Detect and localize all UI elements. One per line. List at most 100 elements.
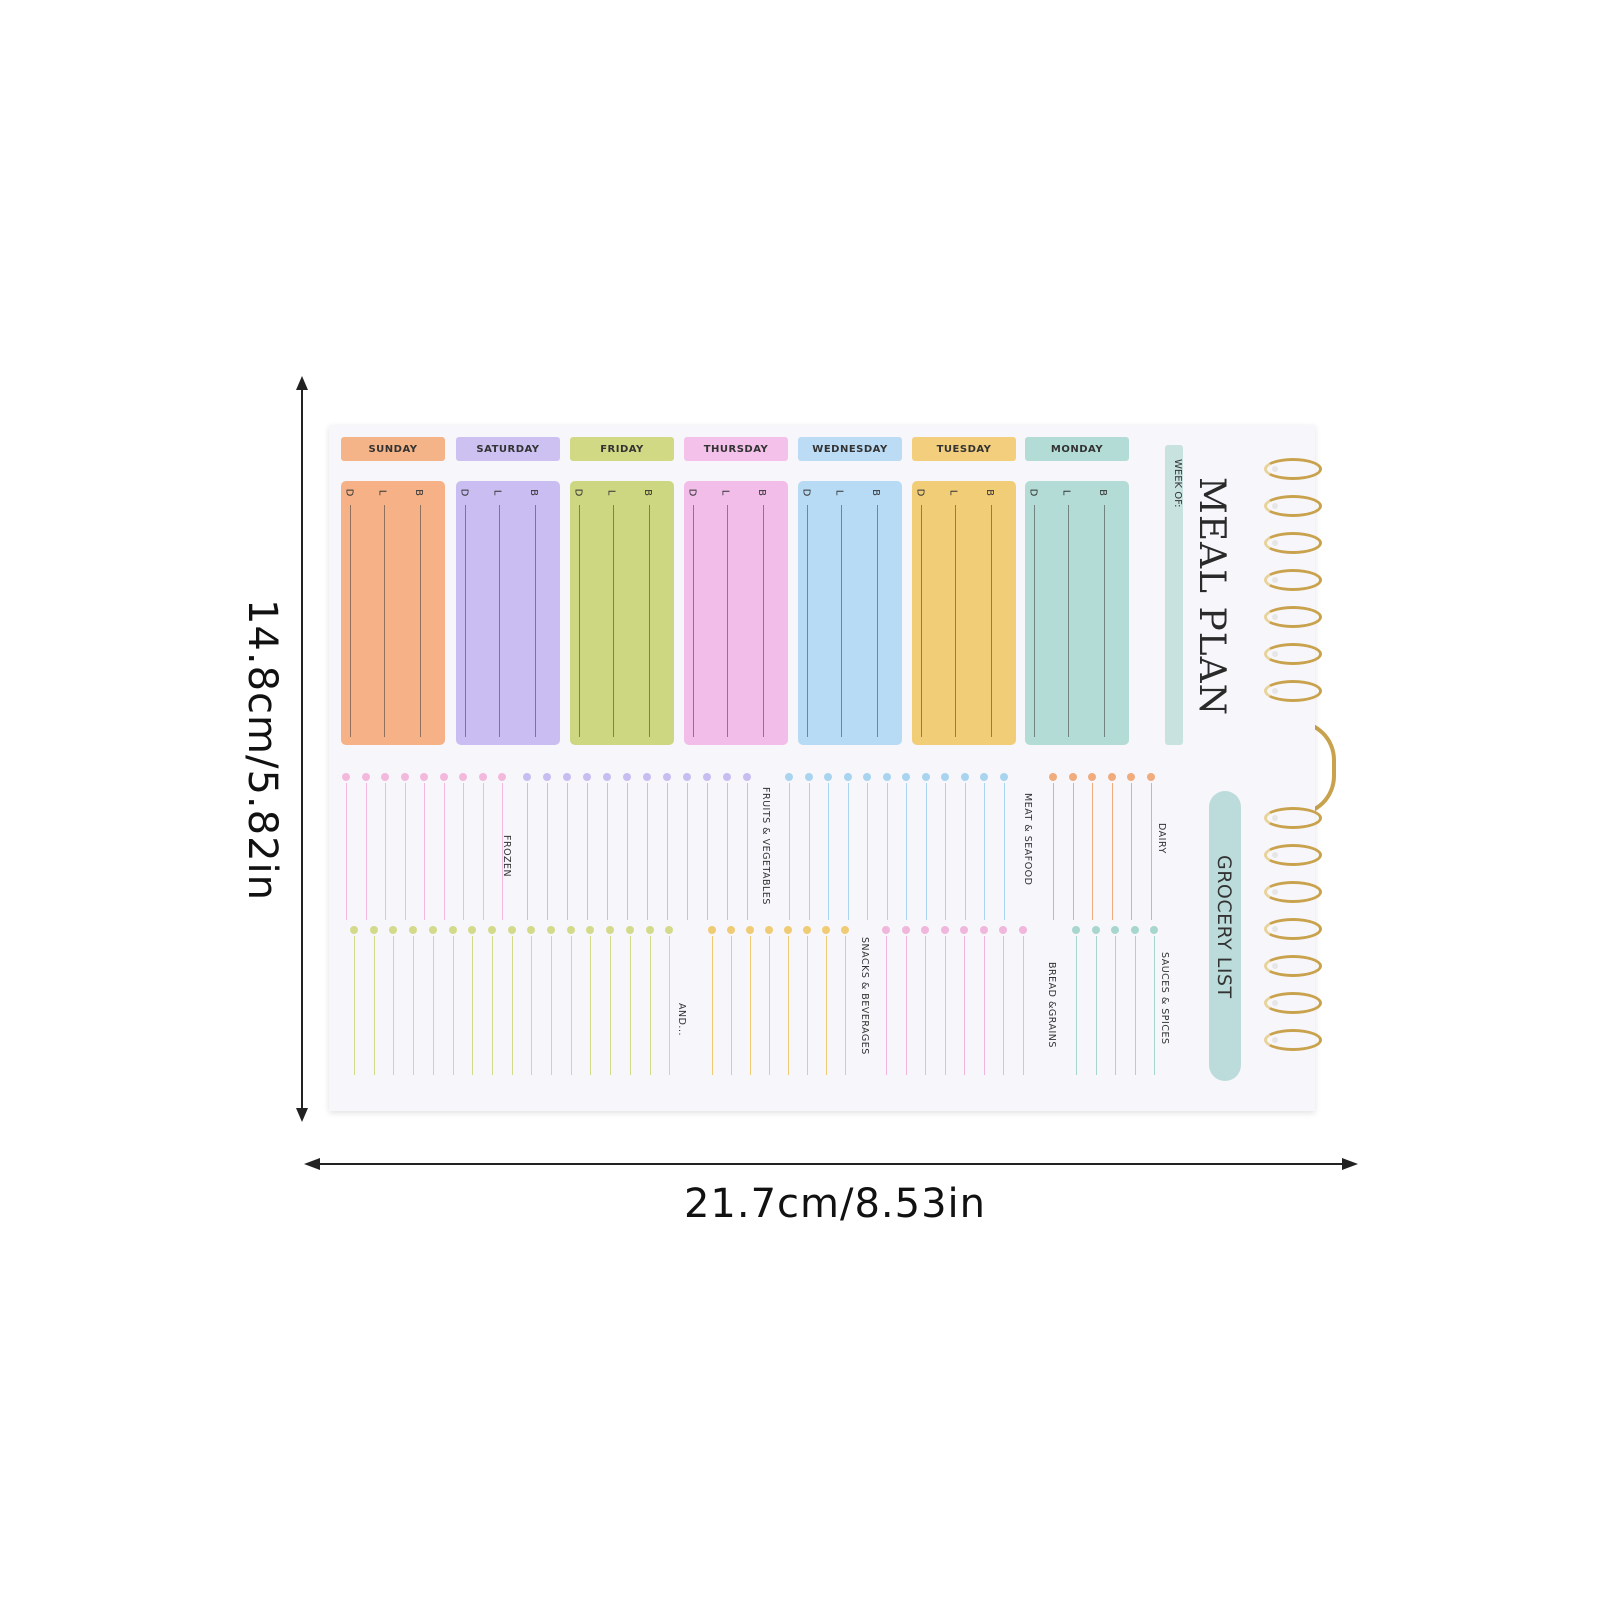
- writing-line-and[interactable]: [570, 936, 572, 1075]
- checkbox-dot-dairy[interactable]: [1088, 773, 1096, 781]
- checkbox-dot-snacks-beverages[interactable]: [822, 926, 830, 934]
- writing-line-fruits-vegetables[interactable]: [727, 783, 728, 920]
- writing-line-meat-seafood[interactable]: [828, 783, 829, 920]
- checkbox-dot-and[interactable]: [586, 926, 595, 934]
- writing-line-and[interactable]: [590, 936, 592, 1075]
- writing-line-and[interactable]: [432, 936, 434, 1075]
- checkbox-dot-and[interactable]: [606, 926, 615, 934]
- writing-line-fruits-vegetables[interactable]: [567, 783, 568, 920]
- checkbox-dot-bread-grains[interactable]: [940, 926, 949, 934]
- checkbox-dot-and[interactable]: [566, 926, 575, 934]
- checkbox-dot-bread-grains[interactable]: [1018, 926, 1027, 934]
- checkbox-dot-and[interactable]: [527, 926, 536, 934]
- checkbox-dot-meat-seafood[interactable]: [941, 773, 949, 781]
- checkbox-dot-snacks-beverages[interactable]: [803, 926, 811, 934]
- checkbox-dot-bread-grains[interactable]: [979, 926, 988, 934]
- writing-line-frozen[interactable]: [443, 783, 445, 920]
- checkbox-dot-fruits-vegetables[interactable]: [723, 773, 731, 781]
- writing-line-frozen[interactable]: [482, 783, 484, 920]
- writing-line-snacks-beverages[interactable]: [769, 936, 770, 1075]
- checkbox-dot-dairy[interactable]: [1049, 773, 1057, 781]
- checkbox-dot-fruits-vegetables[interactable]: [683, 773, 691, 781]
- checkbox-dot-and[interactable]: [645, 926, 654, 934]
- checkbox-dot-and[interactable]: [547, 926, 555, 934]
- writing-line-bread-grains[interactable]: [905, 936, 907, 1075]
- writing-line-and[interactable]: [649, 936, 651, 1075]
- writing-line-and[interactable]: [413, 936, 415, 1075]
- checkbox-dot-and[interactable]: [448, 926, 457, 934]
- checkbox-dot-meat-seafood[interactable]: [843, 773, 852, 781]
- checkbox-dot-and[interactable]: [487, 926, 496, 934]
- checkbox-dot-and[interactable]: [625, 926, 634, 934]
- writing-line-fruits-vegetables[interactable]: [607, 783, 608, 920]
- writing-line-fruits-vegetables[interactable]: [647, 783, 648, 920]
- checkbox-dot-frozen[interactable]: [498, 773, 506, 781]
- checkbox-dot-and[interactable]: [665, 926, 674, 934]
- checkbox-dot-sauces-spices[interactable]: [1111, 926, 1119, 934]
- writing-line-meat-seafood[interactable]: [1003, 783, 1005, 920]
- checkbox-dot-snacks-beverages[interactable]: [784, 926, 792, 934]
- writing-line-sauces-spices[interactable]: [1154, 936, 1155, 1075]
- writing-line-and[interactable]: [491, 936, 493, 1075]
- checkbox-dot-and[interactable]: [428, 926, 437, 934]
- checkbox-dot-frozen[interactable]: [478, 773, 487, 781]
- writing-line-snacks-beverages[interactable]: [845, 936, 846, 1075]
- checkbox-dot-meat-seafood[interactable]: [863, 773, 871, 781]
- checkbox-dot-fruits-vegetables[interactable]: [543, 773, 551, 781]
- writing-line-bread-grains[interactable]: [964, 936, 965, 1075]
- writing-line-and[interactable]: [452, 936, 454, 1075]
- writing-line-fruits-vegetables[interactable]: [707, 783, 708, 920]
- checkbox-dot-bread-grains[interactable]: [960, 926, 968, 934]
- writing-line-and[interactable]: [629, 936, 631, 1075]
- checkbox-dot-bread-grains[interactable]: [882, 926, 890, 934]
- writing-line-bread-grains[interactable]: [983, 936, 985, 1075]
- writing-line-dairy[interactable]: [1072, 783, 1074, 920]
- writing-line-bread-grains[interactable]: [1022, 936, 1024, 1075]
- checkbox-dot-dairy[interactable]: [1146, 773, 1155, 781]
- checkbox-dot-snacks-beverages[interactable]: [765, 926, 773, 934]
- writing-line-sauces-spices[interactable]: [1076, 936, 1077, 1075]
- checkbox-dot-meat-seafood[interactable]: [980, 773, 988, 781]
- writing-line-and[interactable]: [354, 936, 355, 1075]
- writing-line-meat-seafood[interactable]: [808, 783, 810, 920]
- checkbox-dot-meat-seafood[interactable]: [921, 773, 930, 781]
- checkbox-dot-and[interactable]: [350, 926, 358, 934]
- writing-line-and[interactable]: [669, 936, 671, 1075]
- writing-line-and[interactable]: [531, 936, 533, 1075]
- checkbox-dot-and[interactable]: [409, 926, 418, 934]
- writing-line-fruits-vegetables[interactable]: [547, 783, 548, 920]
- writing-line-and[interactable]: [610, 936, 612, 1075]
- checkbox-dot-meat-seafood[interactable]: [785, 773, 793, 781]
- writing-line-meat-seafood[interactable]: [886, 783, 888, 920]
- checkbox-dot-bread-grains[interactable]: [901, 926, 910, 934]
- writing-line-bread-grains[interactable]: [944, 936, 946, 1075]
- checkbox-dot-dairy[interactable]: [1127, 773, 1135, 781]
- writing-line-bread-grains[interactable]: [925, 936, 926, 1075]
- writing-line-sauces-spices[interactable]: [1095, 936, 1097, 1075]
- writing-line-meat-seafood[interactable]: [964, 783, 966, 920]
- writing-line-bread-grains[interactable]: [1003, 936, 1004, 1075]
- checkbox-dot-meat-seafood[interactable]: [804, 773, 813, 781]
- checkbox-dot-meat-seafood[interactable]: [960, 773, 969, 781]
- checkbox-dot-meat-seafood[interactable]: [999, 773, 1008, 781]
- checkbox-dot-meat-seafood[interactable]: [902, 773, 910, 781]
- writing-line-dairy[interactable]: [1131, 783, 1132, 920]
- checkbox-dot-fruits-vegetables[interactable]: [603, 773, 611, 781]
- writing-line-fruits-vegetables[interactable]: [527, 783, 528, 920]
- checkbox-dot-bread-grains[interactable]: [999, 926, 1007, 934]
- checkbox-dot-fruits-vegetables[interactable]: [623, 773, 631, 781]
- writing-line-sauces-spices[interactable]: [1134, 936, 1136, 1075]
- checkbox-dot-fruits-vegetables[interactable]: [523, 773, 531, 781]
- checkbox-dot-frozen[interactable]: [342, 773, 350, 781]
- checkbox-dot-meat-seafood[interactable]: [824, 773, 832, 781]
- checkbox-dot-and[interactable]: [507, 926, 516, 934]
- checkbox-dot-fruits-vegetables[interactable]: [703, 773, 711, 781]
- checkbox-dot-frozen[interactable]: [439, 773, 448, 781]
- writing-line-snacks-beverages[interactable]: [788, 936, 789, 1075]
- checkbox-dot-dairy[interactable]: [1107, 773, 1116, 781]
- checkbox-dot-sauces-spices[interactable]: [1150, 926, 1158, 934]
